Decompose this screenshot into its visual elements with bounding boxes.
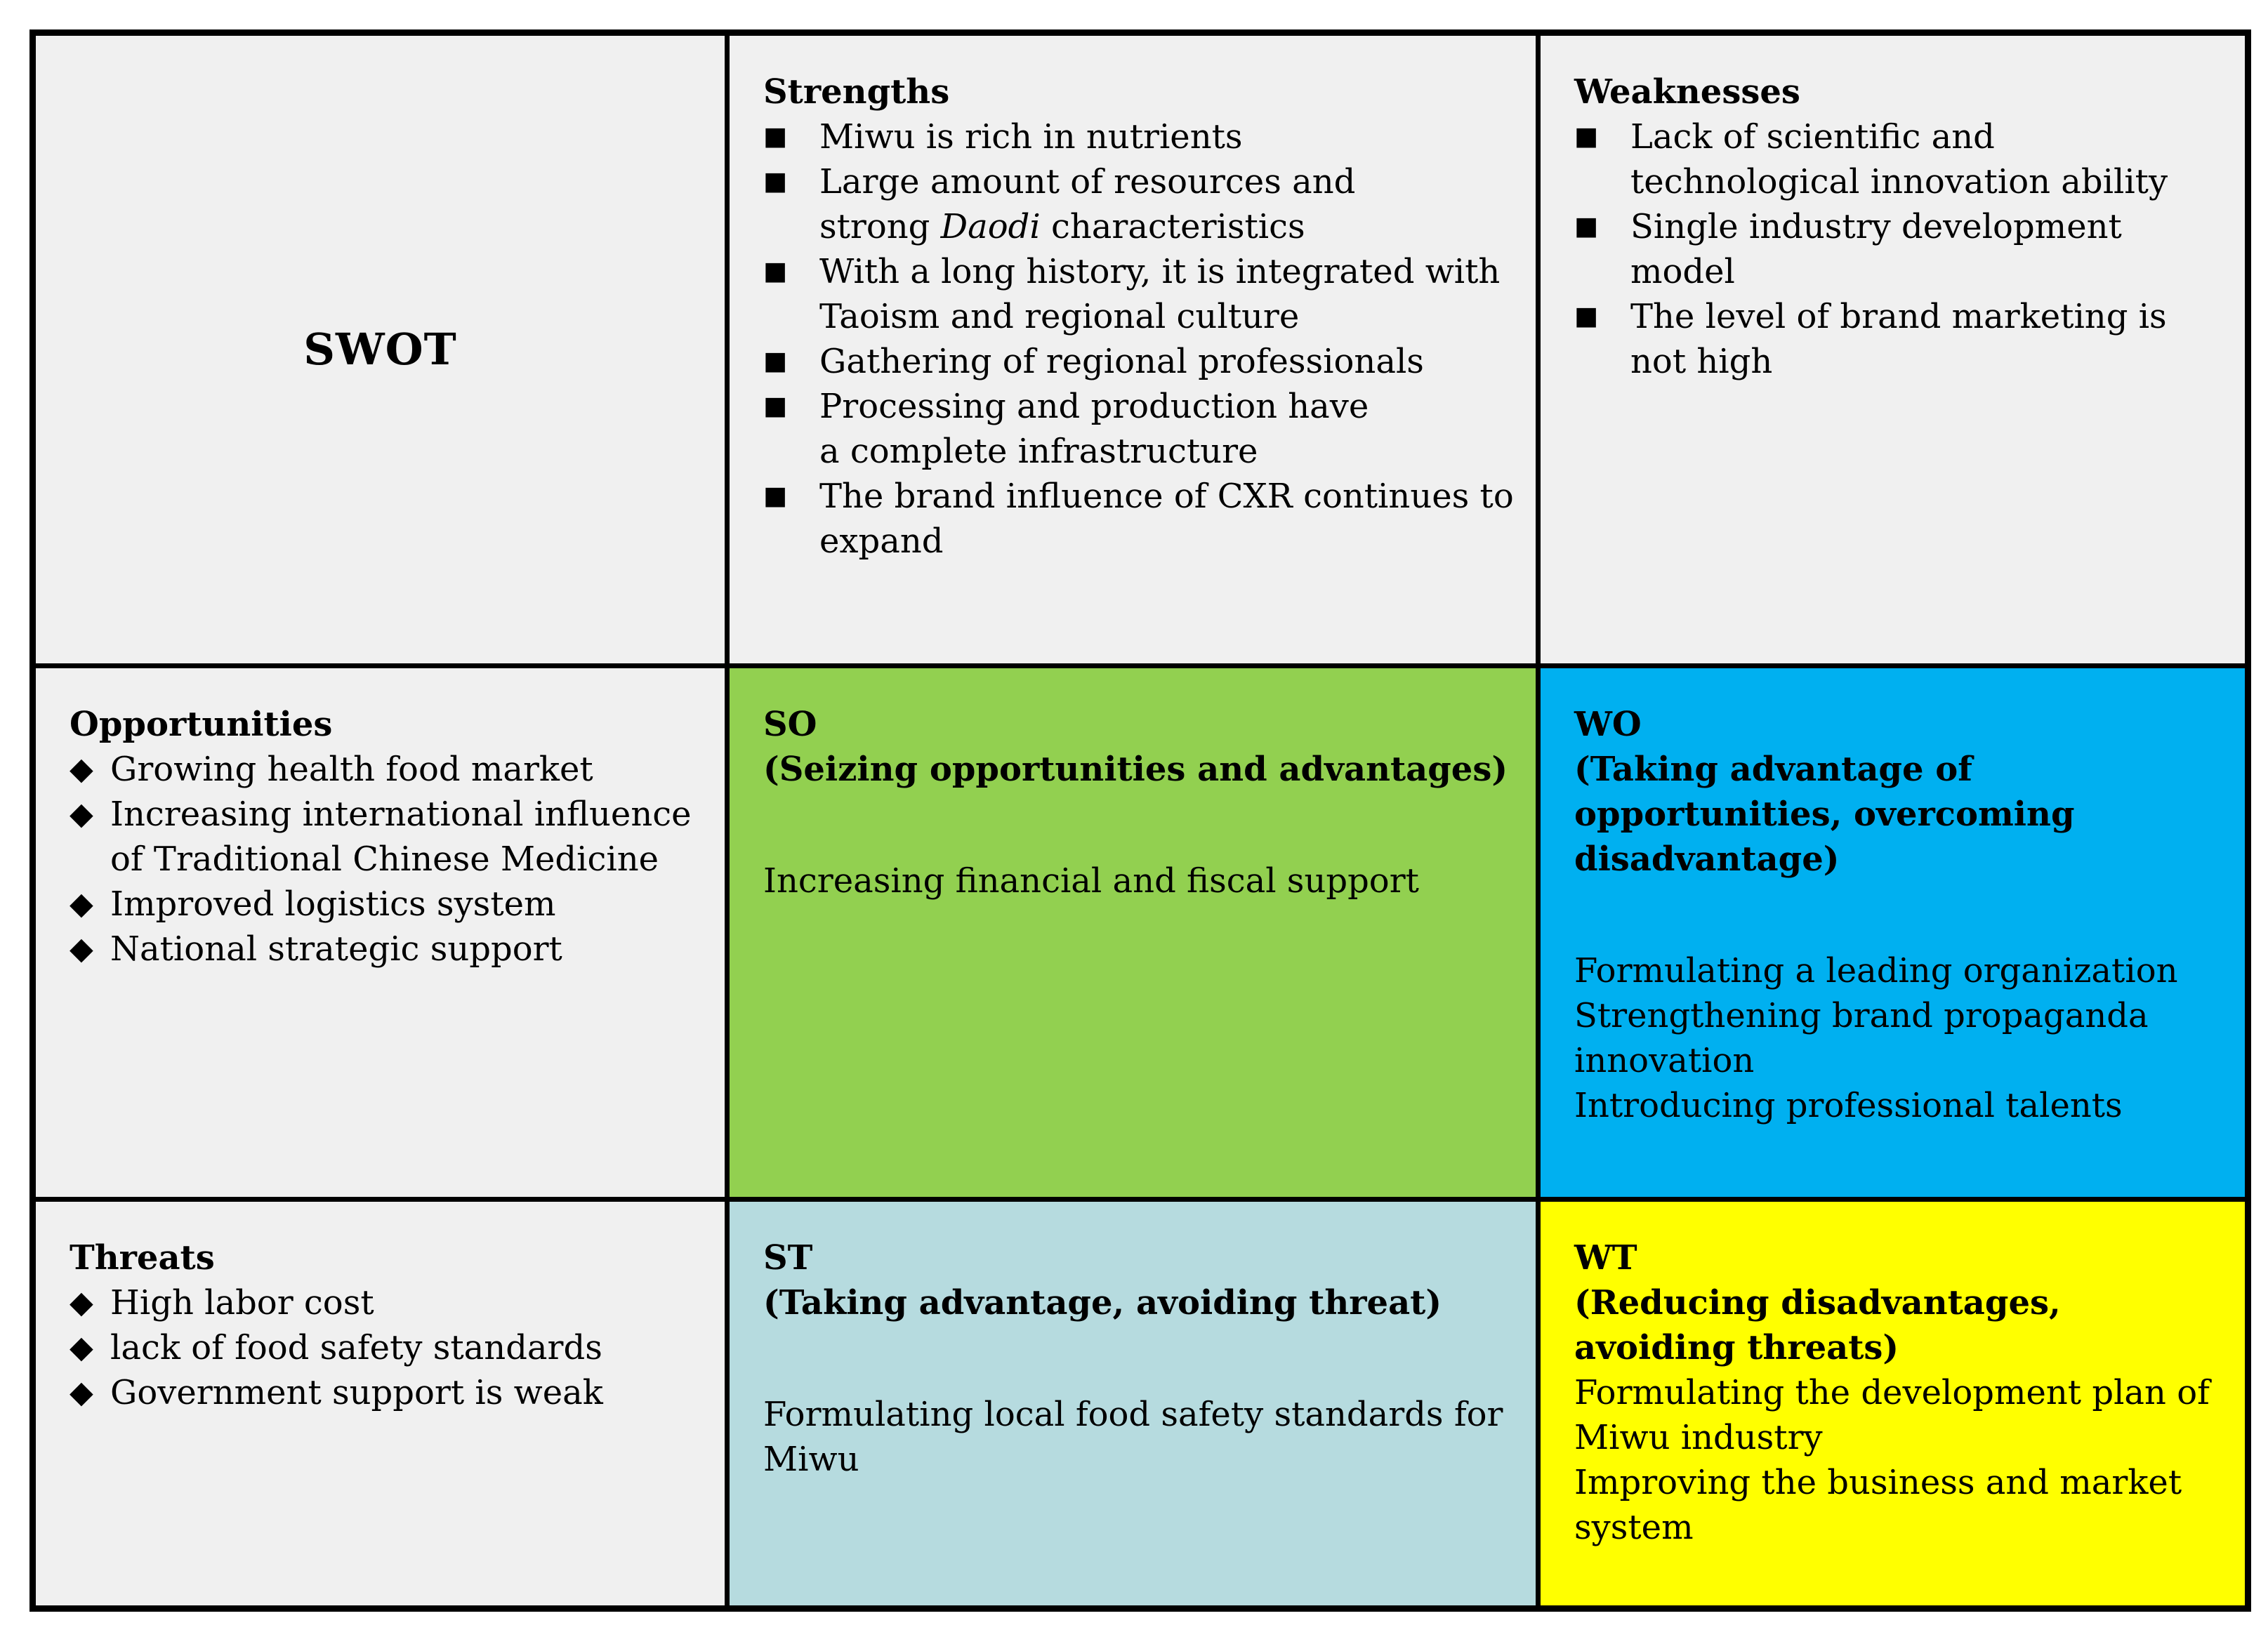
wt-subtitle: (Reducing disadvantages, avoiding threat… (1574, 1283, 2061, 1367)
so-cell: SO (Seizing opportunities and advantages… (730, 668, 1536, 1197)
list-item-text: With a long history, it is integrated wi… (819, 252, 1501, 336)
wo-action: Strengthening brand propaganda innovatio… (1574, 996, 2149, 1080)
so-code: SO (763, 705, 817, 744)
square-bullet-icon: ■ (1574, 122, 1599, 151)
diamond-bullet-icon: ◆ (70, 796, 93, 832)
square-bullet-icon: ■ (763, 257, 788, 286)
list-item: ◆ National strategic support (70, 927, 708, 972)
st-cell: ST (Taking advantage, avoiding threat) F… (730, 1202, 1536, 1605)
wt-action: Formulating the development plan of Miwu… (1574, 1373, 2210, 1457)
list-item-text: Gathering of regional professionals (819, 342, 1424, 381)
weaknesses-list: ■ Lack of scientific and technological i… (1574, 114, 2228, 381)
list-item-text: National strategic support (110, 929, 562, 969)
list-item: ■ Lack of scientific and technological i… (1574, 114, 2228, 204)
st-subtitle: (Taking advantage, avoiding threat) (763, 1283, 1442, 1323)
list-item: ■ Single industry development model (1574, 204, 2228, 294)
square-bullet-icon: ■ (763, 392, 788, 420)
list-item-text: The brand influence of CXR continues to … (819, 477, 1514, 561)
diamond-bullet-icon: ◆ (70, 1330, 93, 1365)
opportunities-list: ◆ Growing health food market ◆ Increasin… (70, 747, 708, 969)
strengths-cell: Strengths ■ Miwu is rich in nutrients ■ … (730, 36, 1536, 663)
threats-cell: Threats ◆ High labor cost ◆ lack of food… (36, 1202, 725, 1605)
list-item-text: Lack of scientific and technological inn… (1630, 117, 2168, 201)
list-item-text: Increasing international influence of Tr… (110, 795, 692, 879)
strengths-list: ■ Miwu is rich in nutrients ■ Large amou… (763, 114, 1519, 561)
strengths-title: Strengths (763, 72, 950, 112)
st-code: ST (763, 1238, 813, 1278)
square-bullet-icon: ■ (763, 122, 788, 151)
list-item-text: Miwu is rich in nutrients (819, 117, 1243, 157)
swot-label: SWOT (303, 324, 457, 375)
list-item-text: Government support is weak (110, 1373, 603, 1412)
list-item: ◆ Improved logistics system (70, 882, 708, 927)
list-item-text: Processing and production have a complet… (819, 387, 1369, 471)
list-item: ■ Large amount of resources and strong D… (763, 159, 1519, 249)
list-item-text: Single industry development model (1630, 207, 2122, 291)
threats-title: Threats (70, 1238, 215, 1278)
threats-list: ◆ High labor cost ◆ lack of food safety … (70, 1280, 708, 1442)
diamond-bullet-icon: ◆ (70, 1285, 93, 1320)
diamond-bullet-icon: ◆ (70, 886, 93, 922)
list-item: ◆ Government support is weak (70, 1370, 708, 1415)
wo-cell: WO (Taking advantage of opportunities, o… (1541, 668, 2245, 1197)
spacer (763, 1325, 1519, 1392)
opportunities-title: Opportunities (70, 705, 333, 744)
list-item: ◆ Growing health food market (70, 747, 708, 792)
wo-action: Formulating a leading organization (1574, 951, 2178, 990)
list-item-text: The level of brand marketing is not high (1630, 297, 2167, 381)
square-bullet-icon: ■ (1574, 302, 1599, 331)
spacer (763, 792, 1519, 859)
weaknesses-cell: Weaknesses ■ Lack of scientific and tech… (1541, 36, 2245, 663)
diamond-bullet-icon: ◆ (70, 751, 93, 787)
list-item: ■ Gathering of regional professionals (763, 339, 1519, 384)
wo-action: Introducing professional talents (1574, 1086, 2123, 1125)
diamond-bullet-icon: ◆ (70, 1374, 93, 1410)
so-subtitle: (Seizing opportunities and advantages) (763, 750, 1508, 789)
list-item: ◆ lack of food safety standards (70, 1325, 708, 1370)
list-item-text: Improved logistics system (110, 884, 556, 924)
square-bullet-icon: ■ (763, 482, 788, 510)
swot-matrix: SWOT Strengths ■ Miwu is rich in nutrien… (29, 29, 2251, 1612)
list-item: ■ With a long history, it is integrated … (763, 249, 1519, 339)
list-item-text: Large amount of resources and strong Dao… (819, 162, 1356, 246)
diamond-bullet-icon: ◆ (70, 931, 93, 967)
list-item: ■ Processing and production have a compl… (763, 384, 1519, 474)
square-bullet-icon: ■ (763, 347, 788, 376)
so-action: Increasing financial and fiscal support (763, 861, 1419, 901)
wt-code: WT (1574, 1238, 1637, 1278)
spacer (1574, 882, 2228, 948)
list-item: ■ Miwu is rich in nutrients (763, 114, 1519, 159)
wo-subtitle: (Taking advantage of opportunities, over… (1574, 750, 2075, 879)
list-item-text: Growing health food market (110, 750, 593, 789)
weaknesses-title: Weaknesses (1574, 72, 1800, 112)
wt-cell: WT (Reducing disadvantages, avoiding thr… (1541, 1202, 2245, 1605)
wo-code: WO (1574, 705, 1642, 744)
opportunities-cell: Opportunities ◆ Growing health food mark… (36, 668, 725, 1197)
list-item-text: lack of food safety standards (110, 1328, 602, 1367)
swot-header-cell: SWOT (36, 36, 725, 663)
list-item: ◆ Increasing international influence of … (70, 792, 708, 882)
list-item: ■ The level of brand marketing is not hi… (1574, 294, 2228, 384)
square-bullet-icon: ■ (1574, 212, 1599, 241)
st-action: Formulating local food safety standards … (763, 1395, 1503, 1479)
list-item: ◆ High labor cost (70, 1280, 708, 1325)
list-item: ■ The brand influence of CXR continues t… (763, 474, 1519, 564)
list-item-text: High labor cost (110, 1283, 374, 1323)
wt-action: Improving the business and market system (1574, 1463, 2182, 1547)
square-bullet-icon: ■ (763, 167, 788, 196)
